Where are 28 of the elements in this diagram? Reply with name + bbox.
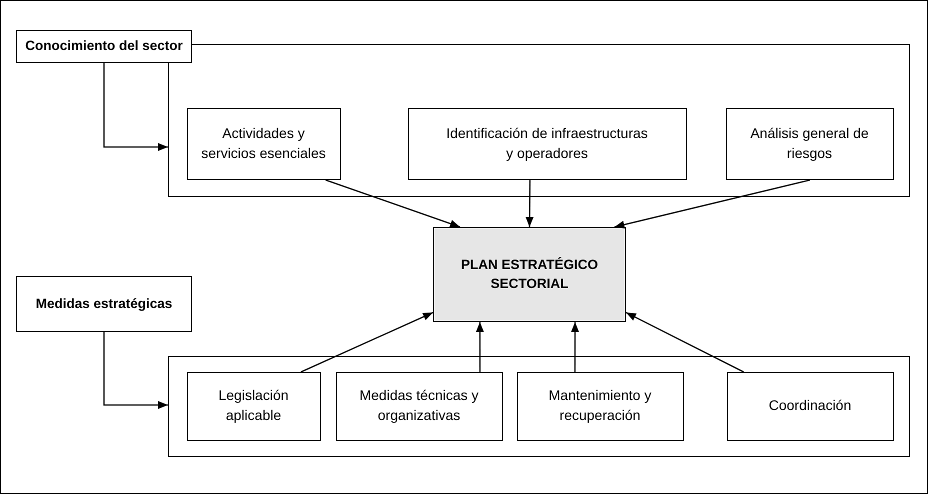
box-label: Legislación aplicable [217,386,290,425]
heading-box [16,276,192,332]
process-box [726,372,894,440]
box-label: Actividades y servicios esenciales [200,124,327,162]
arrow [476,322,484,372]
box-label: Análisis general de riesgos [749,124,870,163]
heading-box [16,30,192,63]
box-label: Medidas técnicas y organizativas [358,386,480,425]
arrow [526,180,534,227]
process-box [336,372,502,440]
box-label: Mantenimiento y recuperación [548,386,652,425]
box-label: Coordinación [768,396,852,416]
box-label: Conocimiento del sector [25,37,183,56]
process-box [408,108,686,180]
arrow [103,63,168,151]
arrow [103,332,168,409]
plan-box [433,227,626,322]
arrow [325,179,460,228]
group-frame [168,356,910,457]
box-label: PLAN ESTRATÉGICO SECTORIAL [460,256,599,292]
arrow [626,312,744,373]
box-label: Medidas estratégicas [36,294,172,313]
process-box [726,108,894,180]
process-box [186,372,320,440]
process-box [186,108,340,180]
arrow [571,322,580,372]
box-label: Identificación de infraestructuras y operadores [445,124,649,163]
process-box [516,372,684,440]
